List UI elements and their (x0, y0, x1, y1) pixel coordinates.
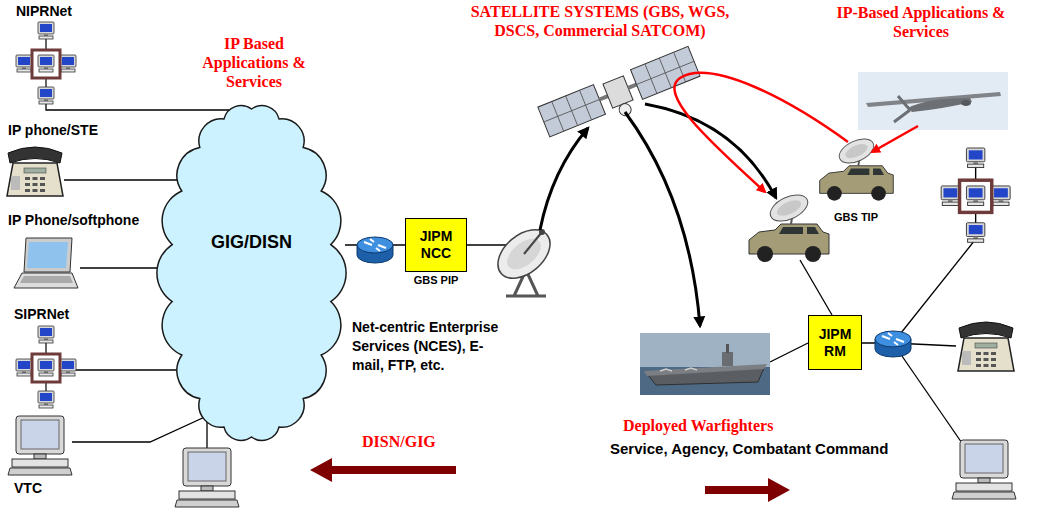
laptop-icon (14, 238, 78, 288)
direction-arrow (705, 478, 790, 502)
network-label: SIPRNet (14, 306, 69, 323)
uplink-arrow (872, 126, 918, 152)
satellite (617, 102, 633, 118)
cloud-outline (157, 106, 346, 441)
satellite-link-arrow (625, 112, 700, 326)
ship-image (644, 364, 767, 376)
laptop-icon (14, 273, 78, 288)
router-icon (875, 331, 911, 357)
services-note: Net-centric Enterprise Services (NCES), … (352, 318, 510, 375)
service-note: IP-Based Applications & Services (835, 3, 1007, 41)
uav-image (858, 72, 1008, 130)
satellite-dish (489, 220, 559, 288)
group-label: Deployed Warfighters (623, 416, 773, 435)
satellite-dish (489, 220, 559, 296)
network-wire (800, 260, 832, 315)
network-cloud: GIG/DISN (158, 96, 345, 450)
network-cluster-icon (16, 326, 76, 408)
network-wire (46, 104, 975, 448)
uav-image (858, 72, 1008, 130)
network-wire (770, 343, 808, 362)
terminal-label: GBS TIP (834, 211, 878, 224)
ship-image (660, 368, 697, 371)
satellite-label: SATELLITE SYSTEMS (GBS, WGS, DSCS, Comme… (462, 2, 738, 40)
device-label: IP Phone/softphone (8, 212, 139, 229)
uplink-arrow (674, 73, 918, 192)
desktop-computer-icon (175, 448, 239, 507)
box-label: JIPM NCC (410, 228, 462, 262)
management-box: JIPM RM (808, 315, 862, 370)
network-wire (893, 343, 964, 446)
router-icon (357, 237, 393, 263)
network-cluster-icon (16, 22, 76, 104)
direction-label: DISN/GIG (362, 432, 436, 451)
network-cluster-icon (941, 148, 1010, 242)
laptop-icon (24, 238, 72, 272)
group-label: Service, Agency, Combatant Command (610, 440, 888, 458)
management-box: JIPM NCCGBS PIP (405, 218, 467, 272)
box-label: GIG/DISN (211, 232, 292, 254)
network-label: NIPRNet (16, 3, 72, 20)
network-cluster-icon (16, 326, 76, 408)
ship-image (640, 333, 770, 395)
phone-icon (7, 147, 63, 196)
network-cluster-icon (941, 148, 1010, 242)
vehicle-terminal-icon (749, 190, 829, 262)
desktop-computer-icon (175, 448, 239, 507)
satellite-dish (524, 232, 542, 254)
network-cluster-icon (16, 22, 76, 104)
network-wire (72, 410, 220, 442)
vehicle-terminal-icon (749, 190, 829, 262)
laptop-icon (20, 276, 73, 283)
uav-image (908, 98, 972, 112)
phone-icon (7, 147, 63, 196)
vehicle-terminal-icon (820, 134, 894, 201)
phone-icon (958, 322, 1014, 371)
desktop-computer-icon (8, 416, 72, 475)
uav-image (961, 100, 971, 106)
satellite (538, 85, 606, 137)
cloud-outline (158, 96, 345, 450)
device-label: VTC (14, 480, 42, 497)
router-icon (875, 331, 911, 357)
laptop-icon (27, 242, 68, 268)
ship-image (722, 352, 733, 366)
phone-icon (958, 322, 1014, 371)
direction-arrow (310, 458, 456, 482)
satellite-dish (502, 233, 547, 276)
uav-image (894, 96, 910, 122)
vehicle-terminal-icon (820, 134, 894, 201)
desktop-computer-icon (952, 440, 1016, 499)
network-wire (206, 420, 207, 448)
satellite (538, 46, 704, 145)
uplink-arrow (674, 73, 848, 192)
direction-arrow (310, 458, 790, 502)
box-label: JIPM RM (813, 326, 857, 360)
satellite (538, 85, 606, 137)
router-icon (357, 237, 393, 263)
satellite-link-arrow (540, 128, 588, 230)
desktop-computer-icon (952, 440, 1016, 499)
service-note: IP Based Applications & Services (198, 34, 310, 92)
ship-image (726, 344, 729, 353)
network-wire (46, 104, 245, 110)
satellite (603, 76, 633, 108)
box-caption: GBS PIP (414, 274, 459, 287)
satellite-link-arrow (540, 104, 776, 326)
desktop-computer-icon (8, 416, 72, 475)
ship-image (640, 333, 770, 395)
device-label: IP phone/STE (8, 122, 98, 139)
